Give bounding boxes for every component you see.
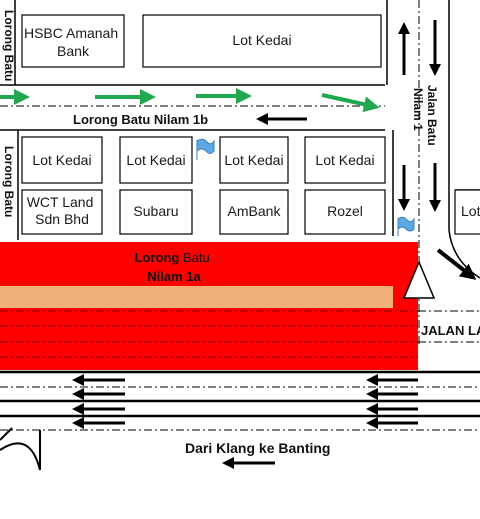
lot-kedai-3-label: Lot Kedai bbox=[224, 152, 283, 168]
ambank-building bbox=[219, 189, 289, 235]
top-lot-label: Lot Kedai bbox=[232, 32, 291, 48]
lot-kedai-2-label: Lot Kedai bbox=[126, 152, 185, 168]
wct-building bbox=[21, 189, 103, 235]
hsbc-label: HSBC Amanah Bank bbox=[24, 25, 122, 59]
lot-kedai-2 bbox=[119, 136, 193, 184]
lorong-batu-label-mid: Lorong Batu bbox=[2, 146, 16, 217]
tan-strip bbox=[0, 286, 393, 308]
hsbc-building bbox=[21, 14, 125, 68]
nilam-1-label: Nilam 1 bbox=[411, 88, 425, 131]
dari-klang-label: Dari Klang ke Banting bbox=[185, 440, 330, 456]
subaru-label: Subaru bbox=[133, 203, 178, 219]
right-lot-building bbox=[454, 189, 480, 235]
subaru-building bbox=[119, 189, 193, 235]
green-arrow-icon-4 bbox=[321, 93, 380, 113]
lot-kedai-4 bbox=[304, 136, 386, 184]
wct-label: WCT Land Sdn Bhd bbox=[27, 194, 98, 227]
lot-kedai-3 bbox=[219, 136, 289, 184]
diagonal-arrow-icon bbox=[436, 248, 477, 280]
rozel-label: Rozel bbox=[327, 203, 363, 219]
flag-icon bbox=[196, 138, 215, 160]
lot-kedai-1-label: Lot Kedai bbox=[32, 152, 91, 168]
jalan-la-label: JALAN LA bbox=[421, 323, 480, 338]
lot-kedai-1 bbox=[21, 136, 103, 184]
nilam-1a-label: Lorong Batu Nilam 1a bbox=[135, 250, 214, 284]
nilam-1b-label: Lorong Batu Nilam 1b bbox=[73, 112, 208, 127]
location-marker-triangle bbox=[402, 260, 436, 299]
flag-icon-2 bbox=[397, 216, 415, 236]
highway-left-arc bbox=[0, 427, 13, 441]
top-lot-building bbox=[142, 14, 382, 68]
right-lot-label: Lot bbox=[461, 203, 480, 219]
lot-kedai-4-label: Lot Kedai bbox=[315, 152, 374, 168]
rozel-building bbox=[304, 189, 386, 235]
jalan-batu-label: Jalan Batu bbox=[425, 85, 439, 146]
highway-curve-left bbox=[0, 442, 41, 471]
ambank-label: AmBank bbox=[228, 203, 282, 219]
lorong-batu-label-top: Lorong Batu bbox=[2, 10, 16, 81]
